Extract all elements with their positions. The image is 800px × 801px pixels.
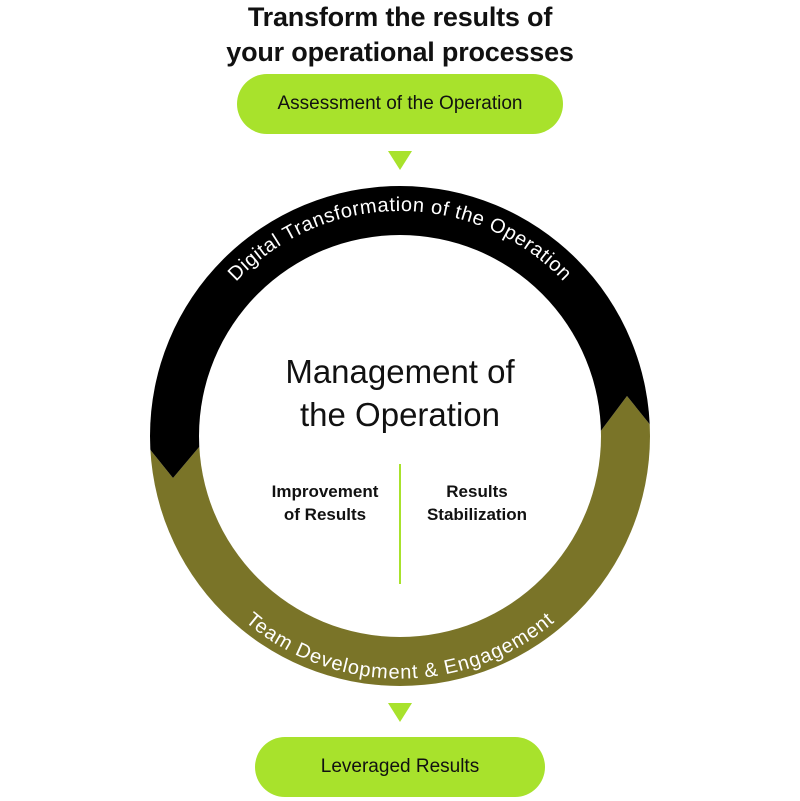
- stabilization-line-2: Stabilization: [426, 505, 528, 524]
- title-line-2: your operational processes: [226, 37, 574, 67]
- down-arrow-icon: [388, 703, 412, 722]
- step-assessment-label: Assessment of the Operation: [277, 93, 523, 114]
- center-title-line-1: Management of: [285, 353, 515, 390]
- ring-segment-digital: [140, 170, 660, 478]
- page-title: Transform the results of your operationa…: [0, 0, 800, 70]
- step-leveraged-results-label: Leveraged Results: [320, 756, 480, 777]
- center-divider: [399, 464, 401, 584]
- down-arrow-icon: [388, 151, 412, 170]
- improvement-line-2: of Results: [283, 505, 367, 524]
- center-title: Management of the Operation: [200, 350, 600, 436]
- improvement-line-1: Improvement: [271, 482, 379, 501]
- step-leveraged-results: Leveraged Results: [255, 737, 545, 797]
- step-assessment: Assessment of the Operation: [237, 74, 563, 134]
- center-title-line-2: the Operation: [300, 396, 500, 433]
- title-line-1: Transform the results of: [247, 2, 553, 32]
- results-stabilization: Results Stabilization: [402, 480, 552, 526]
- stabilization-line-1: Results: [446, 482, 508, 501]
- improvement-of-results: Improvement of Results: [250, 480, 400, 526]
